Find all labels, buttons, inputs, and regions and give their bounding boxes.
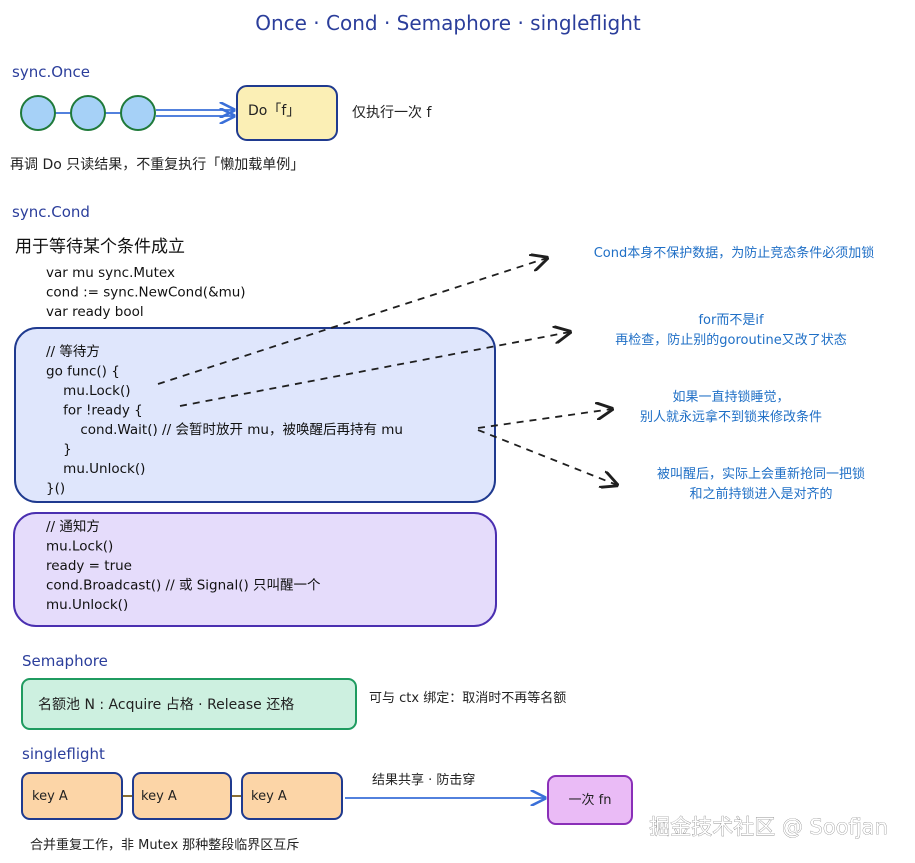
cond-waiter-code: // 等待方 go func() { mu.Lock() for !ready {…	[46, 343, 403, 497]
singleflight-key-box-2	[132, 772, 232, 820]
cond-notifier-code: // 通知方 mu.Lock() ready = true cond.Broadcas…	[46, 518, 321, 613]
cond-arrow-lock	[157, 258, 547, 385]
cond-notifier-line-4: cond.Broadcast() // 或 Signal() 只叫醒一个	[46, 578, 321, 594]
singleflight-key-label-2: key A	[141, 789, 177, 804]
cond-note-2-line-1: for而不是if	[698, 313, 763, 328]
cond-notifier-line-5: mu.Unlock()	[46, 597, 128, 613]
cond-arrow-for	[179, 332, 570, 407]
cond-waiter-line-8: }()	[46, 481, 65, 497]
semaphore-note: 可与 ctx 绑定：取消时不再等名额	[369, 690, 566, 706]
cond-waiter-line-2: go func() {	[46, 364, 120, 380]
cond-waiter-line-7: mu.Unlock()	[46, 461, 145, 477]
semaphore-box-label: 名额池 N : Acquire 占格 · Release 还格	[38, 697, 294, 713]
cond-decl-line-1: var mu sync.Mutex	[46, 265, 175, 281]
cond-subtitle: 用于等待某个条件成立	[15, 237, 185, 257]
cond-notifier-line-1: // 通知方	[46, 518, 100, 535]
singleflight-key-box-1	[21, 772, 123, 820]
singleflight-result-label: 一次 fn	[569, 792, 612, 808]
diagram-title: Once · Cond · Semaphore · singleflight	[255, 11, 641, 35]
cond-notifier-line-3: ready = true	[46, 558, 132, 574]
singleflight-key-label-3: key A	[251, 789, 287, 804]
once-do-box	[236, 85, 338, 141]
cond-notifier-line-2: mu.Lock()	[46, 539, 113, 555]
once-do-label: Do「f」	[248, 103, 300, 119]
cond-note-2-line-2: 再检查，防止别的goroutine又改了状态	[615, 332, 846, 348]
once-heading: sync.Once	[12, 63, 90, 81]
semaphore-heading: Semaphore	[22, 652, 108, 670]
cond-note-3-line-2: 别人就永远拿不到锁来修改条件	[640, 409, 822, 425]
cond-note-4-line-2: 和之前持锁进入是对齐的	[689, 486, 832, 502]
semaphore-box	[21, 678, 357, 730]
cond-note-1: Cond本身不保护数据，为防止竞态条件必须加锁	[594, 245, 875, 261]
cond-heading: sync.Cond	[12, 203, 90, 221]
cond-notifier-box	[13, 512, 497, 627]
cond-note-4-line-1: 被叫醒后，实际上会重新抢同一把锁	[657, 466, 865, 482]
singleflight-key-label-1: key A	[32, 789, 68, 804]
singleflight-caption: 合并重复工作，非 Mutex 那种整段临界区互斥	[30, 837, 299, 853]
cond-waiter-line-4: for !ready {	[46, 403, 143, 419]
cond-waiter-line-5: cond.Wait() // 会暂时放开 mu，被唤醒后再持有 mu	[46, 422, 403, 438]
cond-waiter-line-1: // 等待方	[46, 343, 100, 360]
once-call-circle-1	[20, 95, 56, 131]
once-caption: 再调 Do 只读结果，不重复执行「懒加载单例」	[10, 156, 304, 173]
singleflight-heading: singleflight	[22, 745, 105, 763]
cond-declarations: var mu sync.Mutex cond := sync.NewCond(&m…	[46, 265, 246, 320]
cond-note-3-line-1: 如果一直持锁睡觉，	[672, 389, 789, 405]
cond-waiter-line-3: mu.Lock()	[46, 383, 130, 399]
cond-arrow-rewake	[477, 429, 617, 485]
once-call-circle-2	[70, 95, 106, 131]
singleflight-arrow-label: 结果共享 · 防击穿	[372, 772, 475, 788]
cond-waiter-box	[14, 327, 496, 503]
once-note: 仅执行一次 f	[352, 105, 432, 121]
cond-decl-line-2: cond := sync.NewCond(&mu)	[46, 285, 246, 301]
singleflight-key-box-3	[241, 772, 343, 820]
once-call-circle-3	[120, 95, 156, 131]
cond-waiter-line-6: }	[46, 442, 72, 458]
cond-arrow-wait	[477, 409, 612, 429]
singleflight-result-box	[547, 775, 633, 825]
watermark: 掘金技术社区 @ Soofjan	[649, 815, 888, 839]
cond-decl-line-3: var ready bool	[46, 304, 144, 320]
